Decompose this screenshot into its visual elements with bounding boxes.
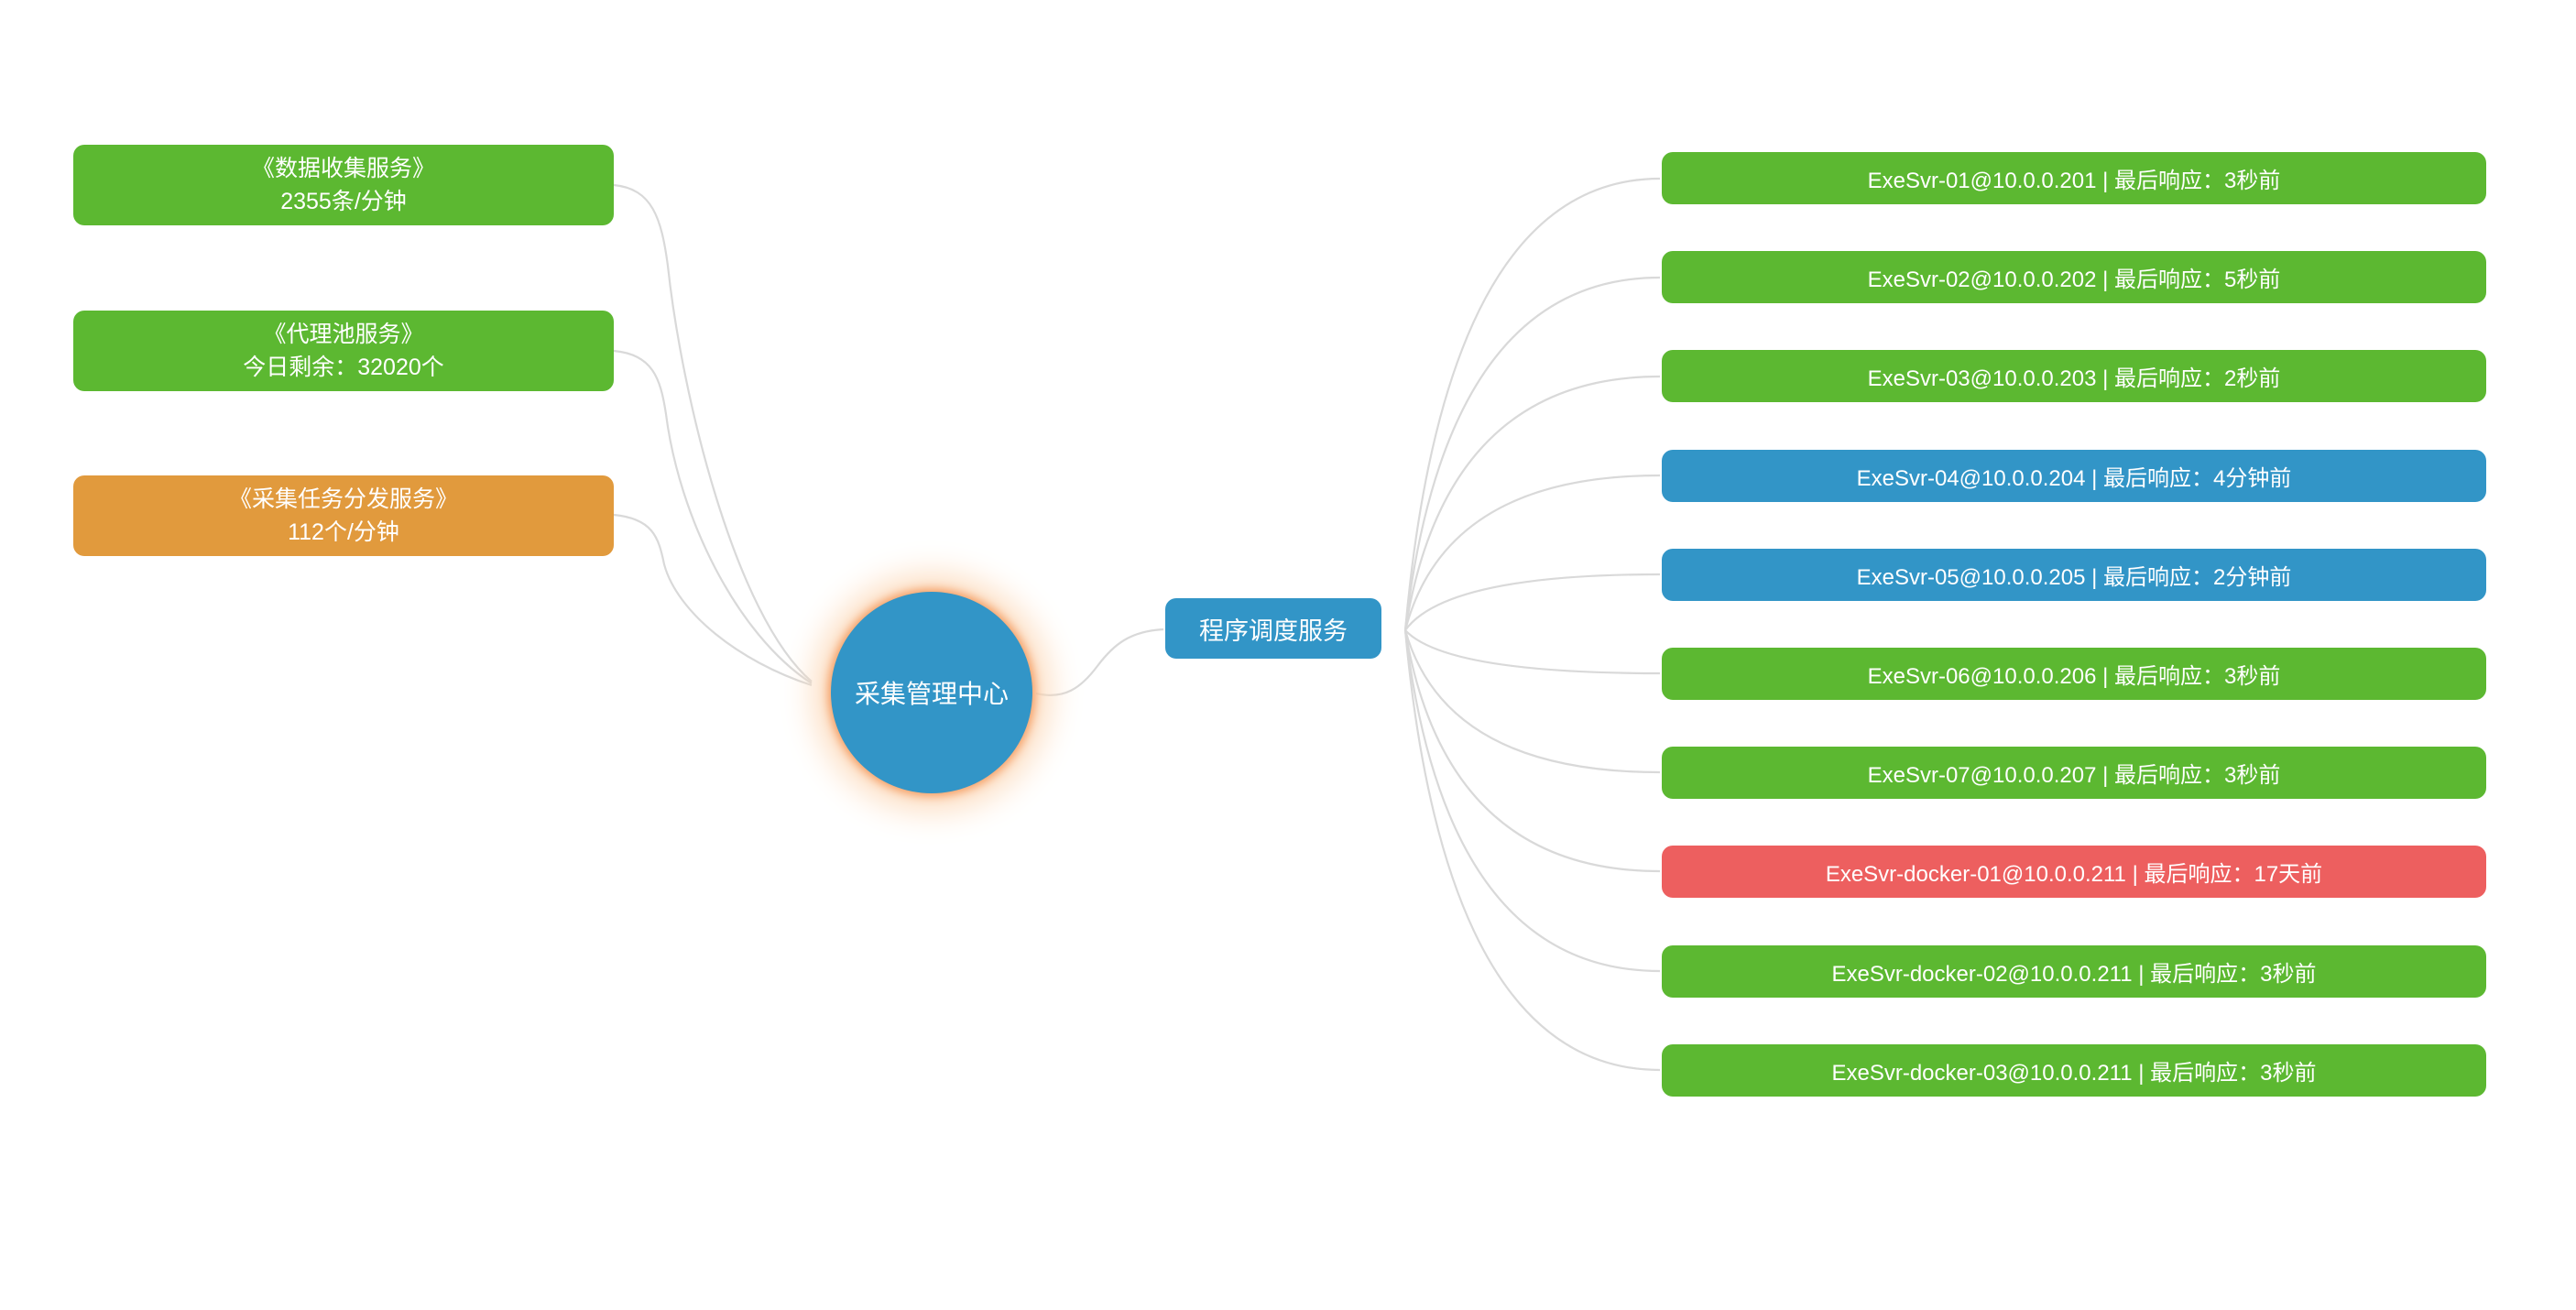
service-node-metric: 今日剩余：32020个 (243, 355, 444, 380)
executor-node-06[interactable]: ExeSvr-06@10.0.0.206 | 最后响应：3秒前 (1662, 648, 2486, 700)
executor-node-02[interactable]: ExeSvr-02@10.0.0.202 | 最后响应：5秒前 (1662, 251, 2486, 303)
service-node-task-dispatch[interactable]: 《采集任务分发服务》 112个/分钟 (73, 475, 614, 556)
executor-node-label: ExeSvr-03@10.0.0.203 | 最后响应：2秒前 (1867, 366, 2281, 391)
connector-executor-1 (1403, 177, 1661, 631)
connector-executor-3 (1403, 375, 1661, 631)
executor-node-label: ExeSvr-06@10.0.0.206 | 最后响应：3秒前 (1867, 664, 2281, 689)
connector-executor-7 (1403, 629, 1661, 774)
connector-executor-5 (1404, 573, 1661, 631)
service-node-proxy-pool[interactable]: 《代理池服务》 今日剩余：32020个 (73, 311, 614, 391)
connector-executor-6 (1404, 629, 1661, 675)
connector-executor-10 (1403, 629, 1661, 1072)
executor-node-04[interactable]: ExeSvr-04@10.0.0.204 | 最后响应：4分钟前 (1662, 450, 2486, 502)
connector-executor-9 (1403, 629, 1661, 973)
executor-node-07[interactable]: ExeSvr-07@10.0.0.207 | 最后响应：3秒前 (1662, 747, 2486, 799)
executor-node-05[interactable]: ExeSvr-05@10.0.0.205 | 最后响应：2分钟前 (1662, 549, 2486, 601)
connector-executor-8 (1403, 629, 1661, 873)
connector-service-1 (613, 183, 813, 682)
connector-service-2 (613, 349, 813, 684)
connector-executor-4 (1403, 474, 1661, 631)
center-node-label: 采集管理中心 (854, 680, 1009, 708)
executor-node-03[interactable]: ExeSvr-03@10.0.0.203 | 最后响应：2秒前 (1662, 350, 2486, 402)
executor-node-label: ExeSvr-04@10.0.0.204 | 最后响应：4分钟前 (1856, 466, 2292, 491)
service-node-title: 《数据收集服务》 (251, 156, 435, 181)
scheduler-node[interactable]: 程序调度服务 (1165, 598, 1381, 659)
connector-service-3 (613, 513, 813, 687)
executor-node-label: ExeSvr-07@10.0.0.207 | 最后响应：3秒前 (1867, 763, 2281, 788)
executor-node-label: ExeSvr-05@10.0.0.205 | 最后响应：2分钟前 (1856, 565, 2292, 590)
service-node-title: 《采集任务分发服务》 (228, 486, 458, 512)
service-node-metric: 112个/分钟 (288, 519, 399, 545)
connector-center-scheduler (1035, 628, 1164, 696)
executor-node-01[interactable]: ExeSvr-01@10.0.0.201 | 最后响应：3秒前 (1662, 152, 2486, 204)
executor-node-label: ExeSvr-01@10.0.0.201 | 最后响应：3秒前 (1867, 169, 2281, 193)
center-node[interactable]: 采集管理中心 (831, 592, 1032, 793)
executor-node-docker-01[interactable]: ExeSvr-docker-01@10.0.0.211 | 最后响应：17天前 (1662, 846, 2486, 898)
executor-node-docker-02[interactable]: ExeSvr-docker-02@10.0.0.211 | 最后响应：3秒前 (1662, 945, 2486, 998)
service-node-metric: 2355条/分钟 (280, 189, 407, 214)
executor-node-label: ExeSvr-docker-03@10.0.0.211 | 最后响应：3秒前 (1831, 1061, 2317, 1086)
executor-node-label: ExeSvr-02@10.0.0.202 | 最后响应：5秒前 (1867, 267, 2281, 292)
service-node-title: 《代理池服务》 (263, 322, 424, 347)
executor-node-docker-03[interactable]: ExeSvr-docker-03@10.0.0.211 | 最后响应：3秒前 (1662, 1044, 2486, 1097)
scheduler-node-label: 程序调度服务 (1199, 617, 1348, 645)
executor-node-label: ExeSvr-docker-02@10.0.0.211 | 最后响应：3秒前 (1831, 962, 2317, 987)
service-node-data-collection[interactable]: 《数据收集服务》 2355条/分钟 (73, 145, 614, 225)
executor-node-label: ExeSvr-docker-01@10.0.0.211 | 最后响应：17天前 (1825, 862, 2323, 887)
connector-executor-2 (1403, 276, 1661, 631)
